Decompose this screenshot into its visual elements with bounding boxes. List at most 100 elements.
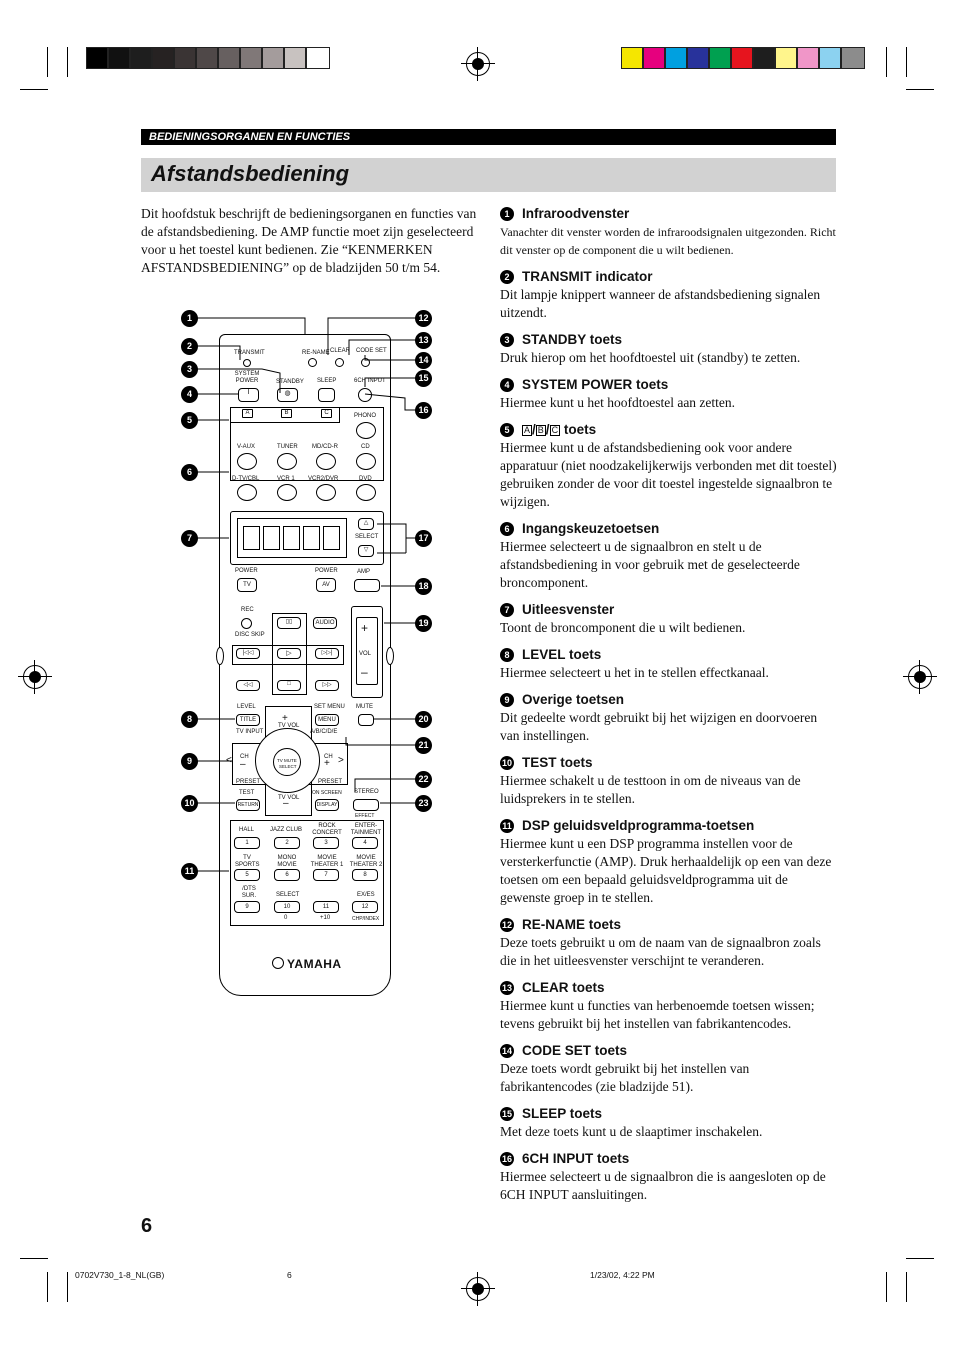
- amp-button[interactable]: [354, 579, 380, 592]
- crop-mark: [20, 1258, 48, 1259]
- cd-label: CD: [361, 444, 370, 450]
- rec-button[interactable]: [241, 618, 252, 629]
- remote-control-illustration: TRANSMIT RE-NAME CLEAR CODE SET SYSTEM P…: [216, 334, 394, 996]
- volume-rocker[interactable]: + VOL –: [351, 606, 383, 698]
- phono-button[interactable]: [356, 422, 376, 439]
- callout-8: 8: [181, 711, 198, 728]
- tuner-button[interactable]: [277, 453, 297, 470]
- crop-mark: [906, 89, 934, 90]
- codeset-label: CODE SET: [356, 348, 387, 354]
- dts-label: /DTS SUR.: [241, 886, 257, 899]
- a-button[interactable]: A: [242, 409, 253, 418]
- item-description: Met deze toets kunt u de slaaptimer insc…: [500, 1124, 763, 1139]
- rewind-button[interactable]: ◁◁: [236, 680, 260, 691]
- dtv-button[interactable]: [237, 484, 257, 501]
- prev-button[interactable]: |◁◁: [236, 648, 260, 659]
- stereo-button[interactable]: [353, 799, 379, 811]
- power-av-label: POWER: [315, 568, 338, 574]
- callout-21: 21: [415, 737, 432, 754]
- next-button[interactable]: ▷▷|: [315, 648, 339, 659]
- item-heading: DSP geluidsveldprogramma-toetsen: [522, 818, 755, 833]
- dsp-6-button[interactable]: 6: [274, 869, 300, 881]
- footer-file: 0702V730_1-8_NL(GB): [75, 1270, 165, 1280]
- mdcdr-label: MD/CD-R: [312, 444, 338, 450]
- callout-7: 7: [181, 530, 198, 547]
- return-button[interactable]: RETURN: [236, 799, 260, 811]
- crop-mark: [886, 47, 887, 77]
- display-window: [230, 511, 384, 565]
- item-heading: Ingangskeuzetoetsen: [522, 521, 660, 536]
- test-label: TEST: [239, 790, 255, 796]
- item-number: 10: [500, 756, 514, 770]
- dsp-8-button[interactable]: 8: [352, 869, 378, 881]
- jazz-label: JAZZ CLUB: [270, 827, 303, 833]
- vcr2-button[interactable]: [316, 484, 336, 501]
- av-power-button[interactable]: AV: [316, 578, 336, 592]
- rename-button[interactable]: [308, 358, 317, 367]
- vaux-button[interactable]: [237, 453, 257, 470]
- item-number: 12: [500, 918, 514, 932]
- system-power-label: SYSTEM POWER: [234, 371, 260, 384]
- dsp-7-button[interactable]: 7: [313, 869, 339, 881]
- dvd-button[interactable]: [356, 484, 376, 501]
- pause-button[interactable]: ▯▯: [277, 617, 301, 629]
- 6ch-label: 6CH INPUT: [354, 378, 386, 384]
- clear-button[interactable]: [335, 358, 344, 367]
- display-button[interactable]: DISPLAY: [315, 799, 339, 811]
- transmit-label: TRANSMIT: [234, 350, 265, 356]
- dsp-1-button[interactable]: 1: [234, 837, 260, 849]
- dsp-9-button[interactable]: 9: [234, 901, 260, 913]
- dsp-12-button[interactable]: 12: [352, 901, 378, 913]
- plus10-label: +10: [320, 915, 331, 921]
- select-down-button[interactable]: ▽: [358, 545, 374, 557]
- dsp-11-button[interactable]: 11: [313, 901, 339, 913]
- callout-20: 20: [415, 711, 432, 728]
- dsp-5-button[interactable]: 5: [234, 869, 260, 881]
- select2-label: SELECT: [276, 892, 300, 898]
- play-button[interactable]: ▷: [277, 648, 301, 659]
- menu-button[interactable]: MENU: [315, 714, 339, 726]
- c-button[interactable]: C: [321, 409, 332, 418]
- item-number: 3: [500, 333, 514, 347]
- dsp-10-button[interactable]: 10: [274, 901, 300, 913]
- item-heading: Overige toetsen: [522, 692, 625, 707]
- b-key-label: B: [535, 424, 546, 436]
- item-description: Hiermee kunt u de afstandsbediening ook …: [500, 440, 837, 509]
- item-description: Dit gedeelte wordt gebruikt bij het wijz…: [500, 710, 818, 743]
- stereo-label: STEREO: [354, 789, 379, 795]
- dvd-label: DVD: [359, 476, 372, 482]
- amp-label: AMP: [357, 569, 371, 575]
- crop-mark: [906, 1272, 907, 1302]
- tv-power-button[interactable]: TV: [237, 578, 257, 592]
- stop-button[interactable]: □: [277, 680, 301, 691]
- ch-right-label: CH: [324, 754, 333, 760]
- select-up-button[interactable]: △: [358, 518, 374, 530]
- item-description: Toont de broncomponent die u wilt bedien…: [500, 620, 746, 635]
- dsp-2-button[interactable]: 2: [274, 837, 300, 849]
- sleep-button[interactable]: [318, 388, 335, 402]
- b-button[interactable]: B: [281, 409, 292, 418]
- enter-button[interactable]: [273, 748, 301, 776]
- phono-label: PHONO: [354, 413, 377, 419]
- transmit-indicator: [243, 359, 251, 367]
- title-button[interactable]: TITLE: [236, 714, 260, 726]
- item-description: Druk hierop om het hoofdtoestel uit (sta…: [500, 350, 801, 365]
- dsp-3-button[interactable]: 3: [313, 837, 339, 849]
- mute-button[interactable]: [358, 714, 374, 726]
- mdcdr-button[interactable]: [316, 453, 336, 470]
- dsp-4-button[interactable]: 4: [352, 837, 378, 849]
- vcr1-button[interactable]: [277, 484, 297, 501]
- standby-button[interactable]: ◍: [277, 388, 298, 402]
- item-number: 14: [500, 1044, 514, 1058]
- system-power-button[interactable]: I: [238, 388, 259, 402]
- audio-button[interactable]: AUDIO: [313, 617, 337, 629]
- power-tv-label: POWER: [235, 568, 258, 574]
- crop-mark: [20, 89, 48, 90]
- item-number: 13: [500, 981, 514, 995]
- cd-button[interactable]: [356, 453, 376, 470]
- ffwd-button[interactable]: ▷▷: [315, 680, 339, 691]
